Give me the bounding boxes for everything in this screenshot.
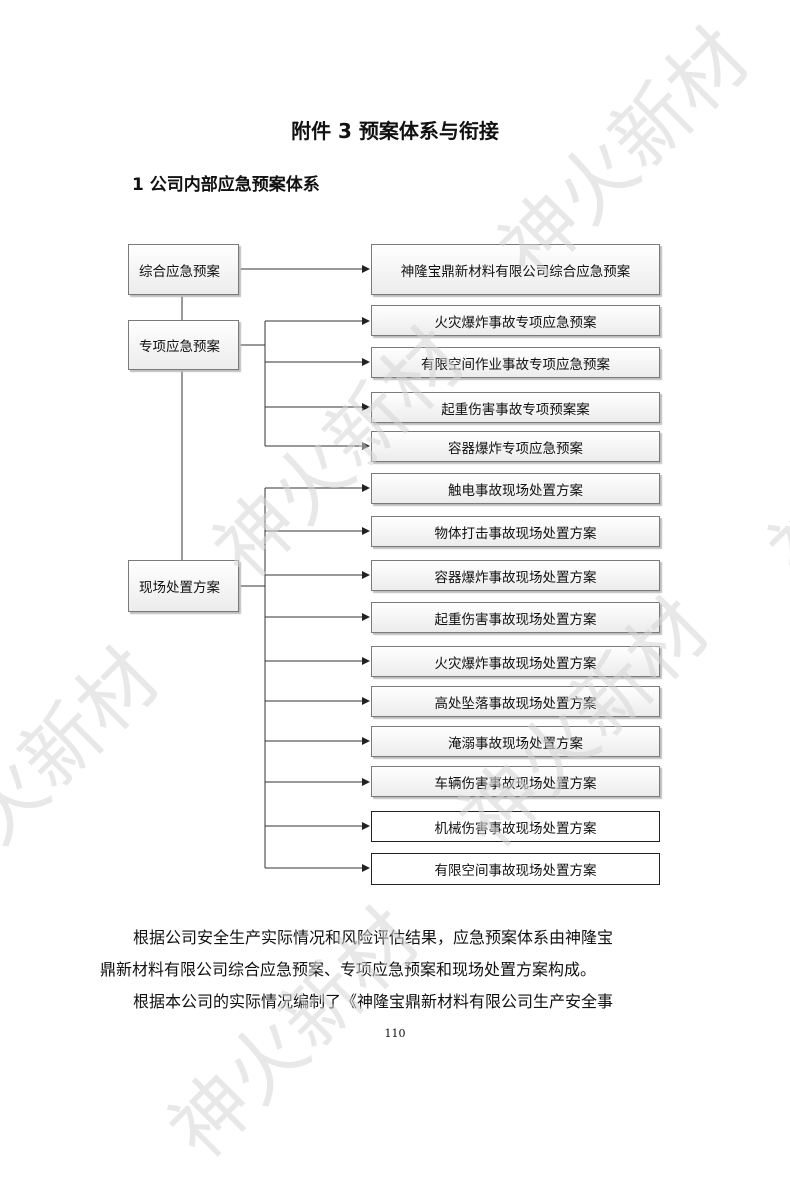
page-number: 110	[384, 1027, 406, 1040]
plan-box-onsite: 车辆伤害事故现场处置方案	[371, 766, 660, 797]
plan-box-special: 火灾爆炸事故专项应急预案	[371, 305, 660, 336]
plan-box-onsite: 起重伤害事故现场处置方案	[371, 602, 660, 633]
page-title: 附件 3 预案体系与衔接	[291, 119, 499, 143]
plan-box-special: 有限空间作业事故专项应急预案	[371, 347, 660, 378]
category-box-special: 专项应急预案	[128, 320, 239, 370]
connector-lines	[181, 265, 370, 872]
plan-box-onsite: 物体打击事故现场处置方案	[371, 516, 660, 547]
category-box-onsite: 现场处置方案	[128, 560, 239, 612]
plan-box-special: 起重伤害事故专项预案案	[371, 392, 660, 423]
category-box-comprehensive: 综合应急预案	[128, 244, 239, 295]
plan-box-onsite: 淹溺事故现场处置方案	[371, 726, 660, 757]
plan-box-special: 容器爆炸专项应急预案	[371, 431, 660, 462]
plan-box-onsite: 容器爆炸事故现场处置方案	[371, 560, 660, 591]
plan-box-onsite: 机械伤害事故现场处置方案	[371, 811, 660, 842]
section-heading: 1 公司内部应急预案体系	[132, 175, 320, 195]
body-paragraph-line: 根据本公司的实际情况编制了《神隆宝鼎新材料有限公司生产安全事	[133, 992, 614, 1011]
plan-box-onsite: 火灾爆炸事故现场处置方案	[371, 646, 660, 677]
body-paragraph-line: 根据公司安全生产实际情况和风险评估结果，应急预案体系由神隆宝	[133, 928, 614, 947]
plan-box-onsite: 有限空间事故现场处置方案	[371, 853, 660, 885]
plan-box-onsite: 高处坠落事故现场处置方案	[371, 686, 660, 717]
plan-box-comprehensive: 神隆宝鼎新材料有限公司综合应急预案	[371, 244, 660, 295]
body-paragraph-line: 鼎新材料有限公司综合应急预案、专项应急预案和现场处置方案构成。	[100, 960, 597, 979]
plan-box-onsite: 触电事故现场处置方案	[371, 473, 660, 504]
